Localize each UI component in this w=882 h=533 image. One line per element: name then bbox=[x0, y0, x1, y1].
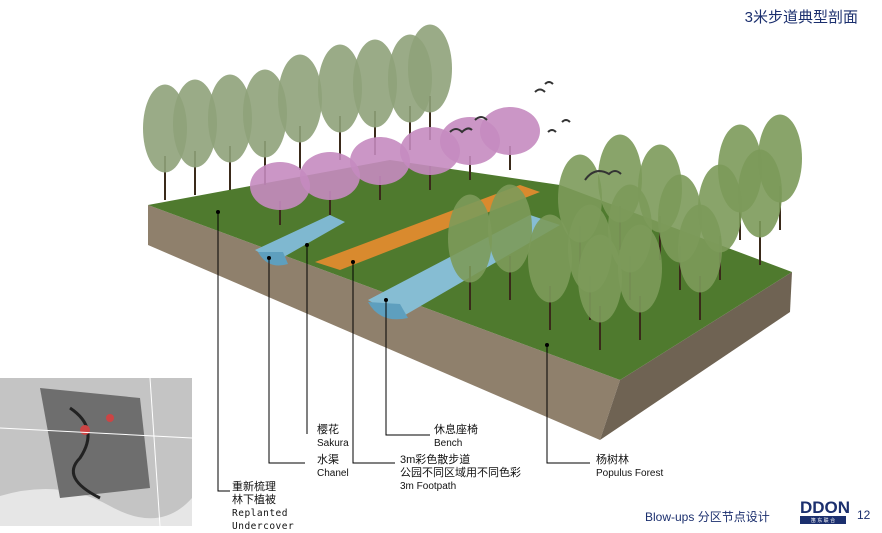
channel-section bbox=[258, 252, 288, 266]
channel-water bbox=[255, 215, 345, 262]
label-en: Sakura bbox=[317, 438, 349, 449]
label-en-2: Undercover bbox=[232, 521, 295, 532]
soil-front-face bbox=[148, 205, 620, 440]
tree-canopy bbox=[278, 54, 322, 143]
logo-subtext: 笛 东 联 合 bbox=[800, 518, 846, 524]
page-title: 3米步道典型剖面 bbox=[744, 9, 858, 26]
channel-section-2 bbox=[368, 302, 408, 320]
tree-canopy bbox=[318, 44, 362, 133]
tree-canopy bbox=[300, 152, 360, 200]
label-cn: 3m彩色散步道 bbox=[400, 454, 471, 466]
label-cn: 樱花 bbox=[317, 424, 339, 436]
label-chanel: 水渠 Chanel bbox=[317, 454, 349, 480]
tree-canopy bbox=[738, 149, 782, 238]
site-key-map bbox=[0, 378, 192, 526]
label-cn-2: 公园不同区域用不同色彩 bbox=[400, 467, 521, 479]
tree-canopy bbox=[250, 162, 310, 210]
footer-caption: Blow-ups 分区节点设计 bbox=[645, 510, 770, 524]
logo-text: DDON bbox=[800, 498, 851, 518]
tree-canopy bbox=[528, 214, 572, 303]
page-number: 12 bbox=[857, 508, 871, 522]
tree-canopy bbox=[350, 137, 410, 185]
label-en: Chanel bbox=[317, 468, 349, 479]
label-populus: 杨树林 Populus Forest bbox=[596, 454, 663, 480]
tree-canopy bbox=[448, 194, 492, 283]
label-en: Replanted bbox=[232, 508, 288, 519]
leader-lines bbox=[217, 212, 590, 492]
label-sakura: 樱花 Sakura bbox=[317, 424, 349, 450]
soil-right-face bbox=[600, 272, 792, 440]
label-cn-2: 林下植被 bbox=[232, 494, 276, 506]
label-bench: 休息座椅 Bench bbox=[434, 424, 478, 450]
arrow-dots bbox=[216, 210, 549, 347]
birds bbox=[449, 81, 622, 181]
label-cn: 水渠 bbox=[317, 454, 339, 466]
tree-canopy bbox=[408, 24, 452, 113]
label-undercover: 重新梳理 林下植被 Replanted Undercover bbox=[232, 481, 294, 533]
label-cn: 休息座椅 bbox=[434, 424, 478, 436]
tree-canopy bbox=[243, 69, 287, 158]
label-cn: 杨树林 bbox=[596, 454, 629, 466]
tree-canopy bbox=[488, 184, 532, 273]
label-en: Bench bbox=[434, 438, 463, 449]
tree-canopy bbox=[480, 107, 540, 155]
tree-canopy bbox=[618, 224, 662, 313]
label-en: 3m Footpath bbox=[400, 481, 457, 492]
tree-canopy bbox=[208, 74, 252, 163]
tree-canopy bbox=[173, 79, 217, 168]
tree-canopy bbox=[353, 39, 397, 128]
ddon-logo: DDON 笛 东 联 合 bbox=[800, 498, 851, 524]
label-cn: 重新梳理 bbox=[232, 481, 276, 493]
tree-canopy bbox=[578, 234, 622, 323]
label-footpath: 3m彩色散步道 公园不同区域用不同色彩 3m Footpath bbox=[400, 454, 521, 493]
tree-canopy bbox=[678, 204, 722, 293]
label-en: Populus Forest bbox=[596, 468, 664, 479]
